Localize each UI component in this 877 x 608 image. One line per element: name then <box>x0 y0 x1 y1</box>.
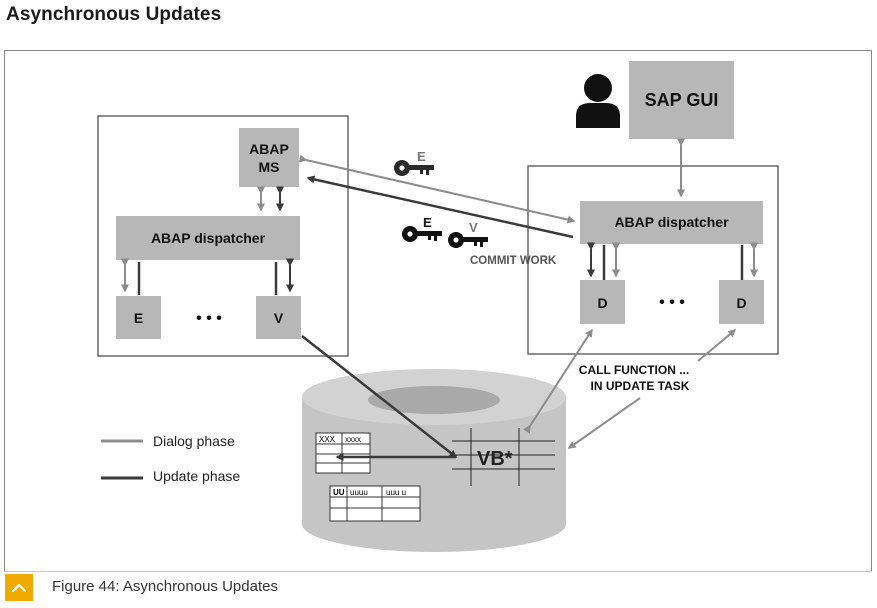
work-process-d1-label: D <box>597 295 607 311</box>
sap-gui-label: SAP GUI <box>645 90 719 110</box>
work-process-v-box <box>256 296 301 339</box>
callfunction-vb-dialog-arrow <box>567 397 641 449</box>
dispatcher-right-box <box>580 201 763 244</box>
dispatcher-left-box <box>116 216 300 260</box>
user-icon <box>576 74 620 128</box>
key-v-bottom-label: V <box>469 220 478 235</box>
work-process-e-label: E <box>134 310 143 326</box>
work-process-e-box <box>116 296 161 339</box>
key-icon-v-bottom <box>448 232 488 248</box>
abap-ms-label-line2: MS <box>259 159 280 175</box>
key-icon-e-bottom <box>402 226 442 242</box>
figure-caption: Figure 44: Asynchronous Updates <box>52 578 278 595</box>
work-process-d1-box <box>580 280 625 324</box>
commit-update-arrow <box>306 175 574 239</box>
ellipsis-right: • • • <box>659 294 685 311</box>
table2-cell-2: uuuu <box>350 488 368 497</box>
dispatcher-right-label: ABAP dispatcher <box>614 214 729 230</box>
db-table-2: UU uuuu uuu u <box>329 485 421 522</box>
collapse-caret-icon[interactable] <box>5 574 33 601</box>
table1-cell-1: XXX <box>319 435 336 444</box>
sap-gui-box <box>629 61 734 139</box>
work-process-d2-box <box>719 280 764 324</box>
enqueue-dialog-arrow <box>298 154 576 224</box>
db-table-1: XXX xxxx <box>315 432 371 474</box>
call-function-label-line1: CALL FUNCTION ... <box>579 363 689 377</box>
table2-cell-1: UU <box>333 488 345 497</box>
legend-update-label: Update phase <box>153 468 240 484</box>
table1-cell-2: xxxx <box>345 435 361 444</box>
key-e-bottom-label: E <box>423 215 432 230</box>
call-function-label-line2: IN UPDATE TASK <box>591 379 690 393</box>
work-process-v-label: V <box>274 310 284 326</box>
d1-vb-dialog-arrow <box>523 328 593 434</box>
vb-table-grid <box>452 428 555 486</box>
d2-callfunction-dialog-arrow <box>697 329 737 362</box>
commit-work-label: COMMIT WORK <box>470 255 557 267</box>
right-server-frame <box>527 165 779 355</box>
key-icon-e-top <box>394 160 434 176</box>
dispatcher-left-label: ABAP dispatcher <box>151 230 266 246</box>
abap-ms-label-line1: ABAP <box>249 141 289 157</box>
legend-dialog-label: Dialog phase <box>153 433 235 449</box>
figure-caption-bar: Figure 44: Asynchronous Updates <box>4 571 872 603</box>
abap-ms-box <box>239 128 299 187</box>
ellipsis-left: • • • <box>196 310 222 327</box>
page-title: Asynchronous Updates <box>6 4 222 25</box>
key-e-top-label: E <box>417 149 426 164</box>
work-process-d2-label: D <box>736 295 746 311</box>
v-to-vb-update-arrow <box>301 335 458 458</box>
vb-table-label: VB* <box>477 448 513 470</box>
table2-cell-3: uuu u <box>386 488 406 497</box>
